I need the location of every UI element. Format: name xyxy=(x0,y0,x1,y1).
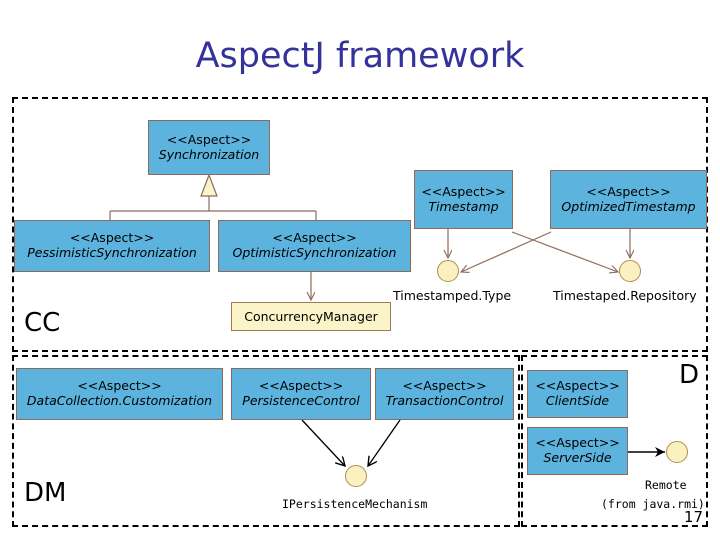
aspect-stereotype: <<Aspect>> xyxy=(166,131,252,147)
aspect-timestamp[interactable]: <<Aspect>> Timestamp xyxy=(414,170,513,229)
aspect-name: TransactionControl xyxy=(385,393,504,408)
aspect-stereotype: <<Aspect>> xyxy=(421,183,506,199)
aspect-stereotype: <<Aspect>> xyxy=(272,230,357,246)
interface-package-remote: (from java.rmi) xyxy=(601,497,705,511)
region-label-cc: CC xyxy=(24,308,61,338)
aspect-name: ServerSide xyxy=(543,450,612,465)
region-dm xyxy=(12,355,520,527)
interface-circle-timestaped-repository[interactable] xyxy=(619,260,641,282)
aspect-stereotype: <<Aspect>> xyxy=(402,378,487,394)
page-number: 17 xyxy=(684,508,704,526)
interface-label-timestamped-type: Timestamped.Type xyxy=(393,288,512,303)
interface-label-timestaped-repository: Timestaped.Repository xyxy=(553,288,697,303)
aspect-transaction-control[interactable]: <<Aspect>> TransactionControl xyxy=(375,368,514,420)
aspect-name: Synchronization xyxy=(158,146,260,162)
class-name: ConcurrencyManager xyxy=(244,309,378,324)
region-d xyxy=(521,355,708,527)
interface-label-ipersistence-mechanism: IPersistenceMechanism xyxy=(282,497,428,511)
class-concurrency-manager[interactable]: ConcurrencyManager xyxy=(231,302,391,331)
page-title: AspectJ framework xyxy=(195,36,525,76)
aspect-optimistic-synchronization[interactable]: <<Aspect>> OptimisticSynchronization xyxy=(218,220,411,272)
interface-label-remote: Remote xyxy=(645,478,687,492)
aspect-stereotype: <<Aspect>> xyxy=(586,183,671,199)
aspect-pessimistic-synchronization[interactable]: <<Aspect>> PessimisticSynchronization xyxy=(14,220,210,272)
region-label-d: D xyxy=(679,360,700,390)
aspect-stereotype: <<Aspect>> xyxy=(77,378,162,394)
aspect-name: OptimisticSynchronization xyxy=(232,245,397,260)
aspect-name: PessimisticSynchronization xyxy=(27,245,197,260)
region-cc xyxy=(12,97,708,352)
aspect-server-side[interactable]: <<Aspect>> ServerSide xyxy=(527,427,628,475)
aspect-stereotype: <<Aspect>> xyxy=(258,378,344,394)
aspect-optimized-timestamp[interactable]: <<Aspect>> OptimizedTimestamp xyxy=(550,170,707,229)
aspect-name: DataCollection.Customization xyxy=(26,393,213,408)
aspect-stereotype: <<Aspect>> xyxy=(535,435,620,451)
aspect-client-side[interactable]: <<Aspect>> ClientSide xyxy=(527,370,628,418)
aspect-data-collection-customization[interactable]: <<Aspect>> DataCollection.Customization xyxy=(16,368,223,420)
aspect-name: Timestamp xyxy=(428,198,499,214)
aspect-synchronization[interactable]: <<Aspect>> Synchronization xyxy=(148,120,270,175)
interface-circle-remote[interactable] xyxy=(666,441,688,463)
interface-circle-timestamped-type[interactable] xyxy=(437,260,459,282)
aspect-stereotype: <<Aspect>> xyxy=(535,378,620,394)
aspect-persistence-control[interactable]: <<Aspect>> PersistenceControl xyxy=(231,368,371,420)
aspect-stereotype: <<Aspect>> xyxy=(69,230,155,246)
interface-circle-ipersistence-mechanism[interactable] xyxy=(345,465,367,487)
region-label-dm: DM xyxy=(24,478,67,508)
aspect-name: PersistenceControl xyxy=(242,393,360,408)
aspect-name: OptimizedTimestamp xyxy=(561,198,696,214)
aspect-name: ClientSide xyxy=(545,393,610,408)
